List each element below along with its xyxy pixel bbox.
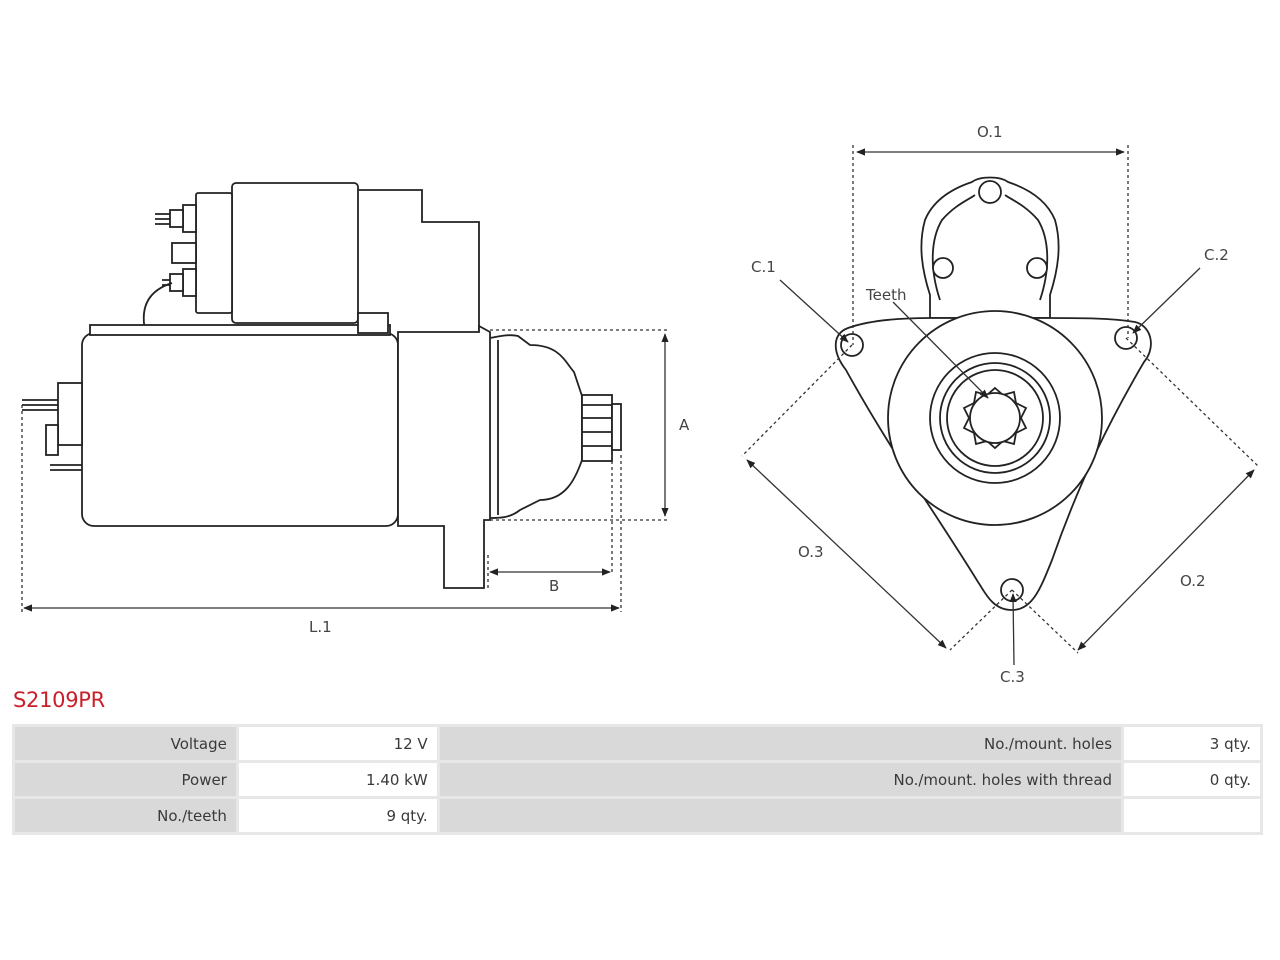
spec-label: No./mount. holes with thread bbox=[439, 763, 1122, 796]
hole-c3-label: C.3 bbox=[1000, 668, 1025, 686]
dimension-b-label: B bbox=[549, 577, 559, 595]
specifications-table: Voltage 12 V No./mount. holes 3 qty. Pow… bbox=[12, 724, 1263, 835]
teeth-label: Teeth bbox=[865, 286, 906, 304]
table-row: No./teeth 9 qty. bbox=[15, 799, 1260, 832]
spec-label: Power bbox=[15, 763, 236, 796]
pinion-gear bbox=[581, 394, 613, 462]
front-view bbox=[834, 176, 1152, 611]
spec-value: 9 qty. bbox=[238, 799, 437, 832]
spec-label: No./mount. holes bbox=[439, 727, 1122, 760]
spec-label bbox=[439, 799, 1122, 832]
motor-body bbox=[81, 332, 399, 527]
spec-label: Voltage bbox=[15, 727, 236, 760]
solenoid-bracket bbox=[358, 189, 480, 332]
spec-value: 3 qty. bbox=[1124, 727, 1260, 760]
dimension-a-label: A bbox=[679, 416, 690, 434]
front-dimensions bbox=[741, 145, 1259, 666]
spec-value: 1.40 kW bbox=[238, 763, 437, 796]
starter-motor-drawing: A B L.1 O.1 O.3 O.2 C.1 C. bbox=[21, 123, 1259, 686]
solenoid-cap bbox=[195, 192, 233, 314]
table-row: Power 1.40 kW No./mount. holes with thre… bbox=[15, 763, 1260, 796]
hole-c2-label: C.2 bbox=[1204, 246, 1229, 264]
spec-label: No./teeth bbox=[15, 799, 236, 832]
dimension-o1-label: O.1 bbox=[977, 123, 1003, 141]
spec-value: 12 V bbox=[238, 727, 437, 760]
table-row: Voltage 12 V No./mount. holes 3 qty. bbox=[15, 727, 1260, 760]
dimension-l1-label: L.1 bbox=[309, 618, 332, 636]
dimension-o2-label: O.2 bbox=[1180, 572, 1206, 590]
side-dimensions bbox=[21, 329, 669, 612]
dimension-o3-line bbox=[746, 459, 947, 649]
solenoid-body bbox=[231, 182, 359, 324]
side-view bbox=[22, 182, 622, 589]
hole-c1-label: C.1 bbox=[751, 258, 776, 276]
dimension-o3-label: O.3 bbox=[798, 543, 824, 561]
drive-end-housing bbox=[397, 324, 491, 589]
top-lug bbox=[920, 176, 1060, 319]
dimension-o2-line bbox=[1077, 469, 1255, 651]
part-number-title: S2109PR bbox=[13, 688, 105, 712]
spec-value: 0 qty. bbox=[1124, 763, 1260, 796]
spec-value bbox=[1124, 799, 1260, 832]
